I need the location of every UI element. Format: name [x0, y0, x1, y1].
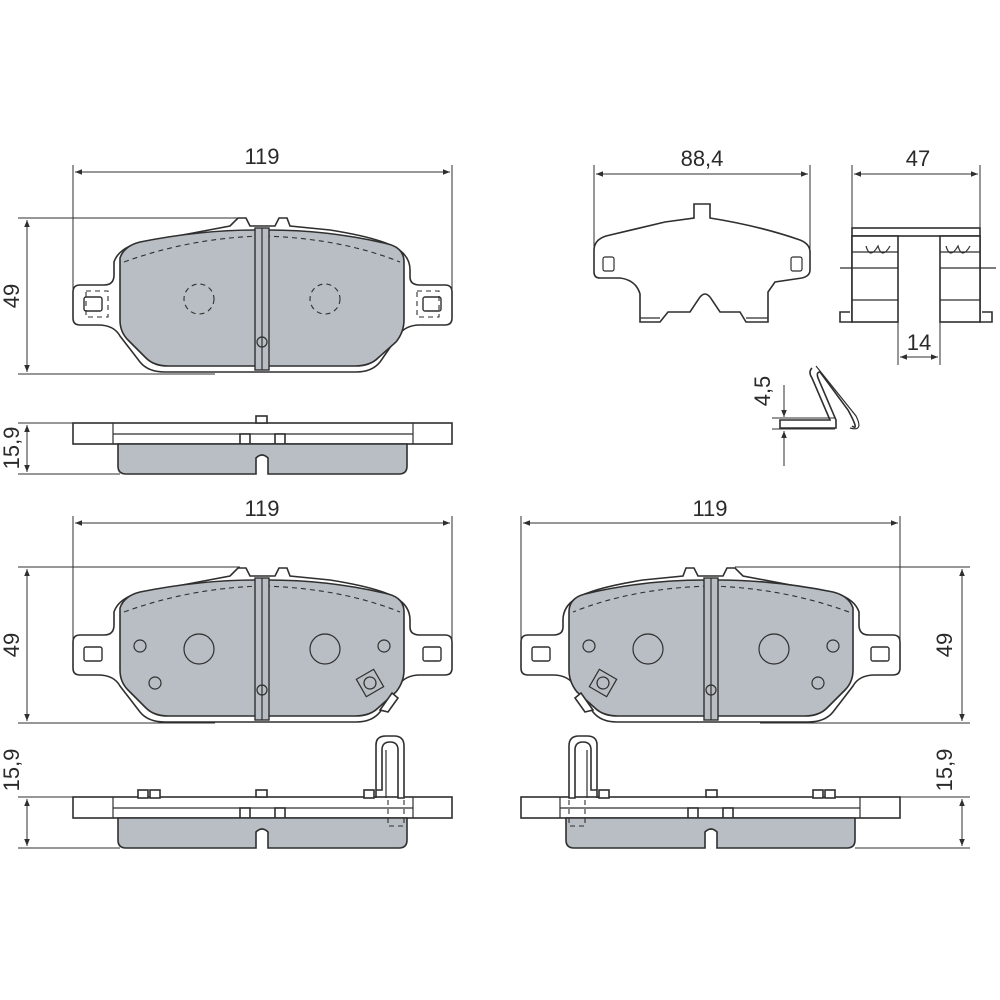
right-pad-thickness-label: 15,9	[932, 749, 957, 792]
top-pad-dimensions: 119 49	[0, 144, 453, 375]
clip-thickness-label: 4,5	[750, 376, 775, 407]
clip-gap-label: 14	[907, 330, 931, 355]
spring-width-label: 88,4	[681, 146, 724, 171]
top-pad-width-label: 119	[244, 144, 279, 169]
wear-indicator-detail: 4,5	[750, 365, 860, 466]
top-pad-thickness-label: 15,9	[0, 427, 24, 470]
right-pad-front-view	[520, 567, 901, 723]
right-pad-dimensions: 119 49	[520, 496, 970, 724]
right-pad-width-label: 119	[692, 496, 727, 521]
clip-width-label: 47	[906, 146, 930, 171]
left-pad-width-label: 119	[244, 496, 279, 521]
left-pad-dimensions: 119 49	[0, 496, 453, 724]
top-pad-height-label: 49	[0, 284, 24, 308]
top-pad-side-view: 15,9	[0, 415, 453, 475]
left-pad-side-view: 15,9	[0, 735, 453, 849]
abutment-clip: 47 14	[839, 146, 996, 365]
right-pad-height-label: 49	[932, 633, 957, 657]
left-pad-thickness-label: 15,9	[0, 749, 24, 792]
anti-rattle-spring: 88,4	[593, 146, 811, 323]
left-pad-front-view	[72, 567, 453, 723]
right-pad-side-view: 15,9	[520, 735, 970, 849]
top-pad-front-view	[72, 217, 453, 373]
left-pad-height-label: 49	[0, 633, 24, 657]
